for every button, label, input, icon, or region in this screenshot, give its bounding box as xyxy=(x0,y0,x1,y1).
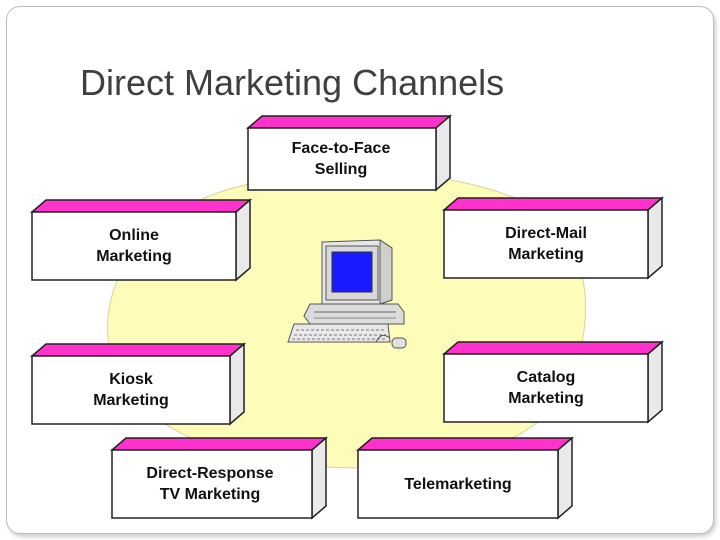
channel-box-catalog-shape xyxy=(441,340,665,424)
channel-box-direct-mail-shape xyxy=(441,196,665,280)
channel-direct-response-tv-marketing: Direct-Response TV Marketing xyxy=(146,465,274,503)
page-title: Direct Marketing Channels xyxy=(80,62,505,103)
channel-catalog-marketing: Catalog Marketing xyxy=(508,369,584,407)
channel-box-telemarketing-shape xyxy=(355,436,575,520)
channel-face-to-face-selling: Face-to-Face Selling xyxy=(291,140,391,178)
channel-box-face-to-face-shape xyxy=(245,114,453,192)
channel-telemarketing: Telemarketing xyxy=(404,475,512,493)
channel-box-online-shape xyxy=(29,198,253,282)
channel-box-direct-response-shape xyxy=(109,436,329,520)
channel-online-marketing: Online Marketing xyxy=(96,227,172,265)
channel-box-kiosk-shape xyxy=(29,342,247,426)
channel-direct-mail-marketing: Direct-Mail Marketing xyxy=(505,225,587,263)
channel-kiosk-marketing: Kiosk Marketing xyxy=(93,371,169,409)
computer-icon xyxy=(287,239,407,349)
